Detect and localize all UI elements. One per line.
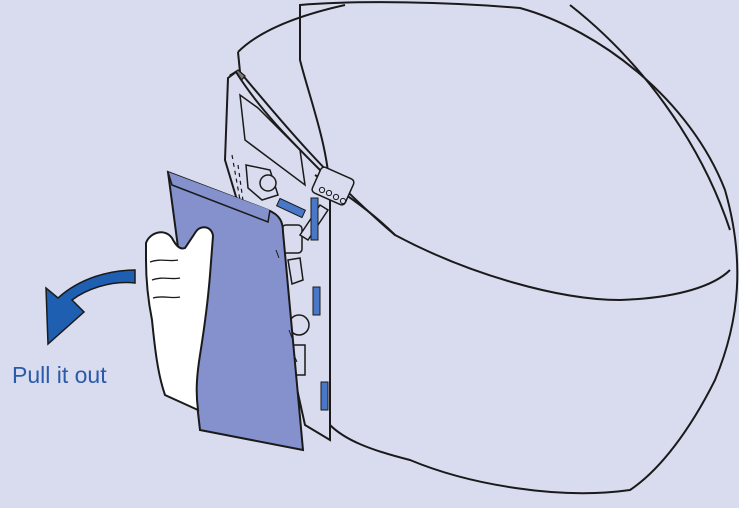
toilet-body bbox=[300, 2, 737, 493]
instruction-label: Pull it out bbox=[12, 362, 107, 389]
curved-arrow-icon bbox=[46, 270, 135, 344]
